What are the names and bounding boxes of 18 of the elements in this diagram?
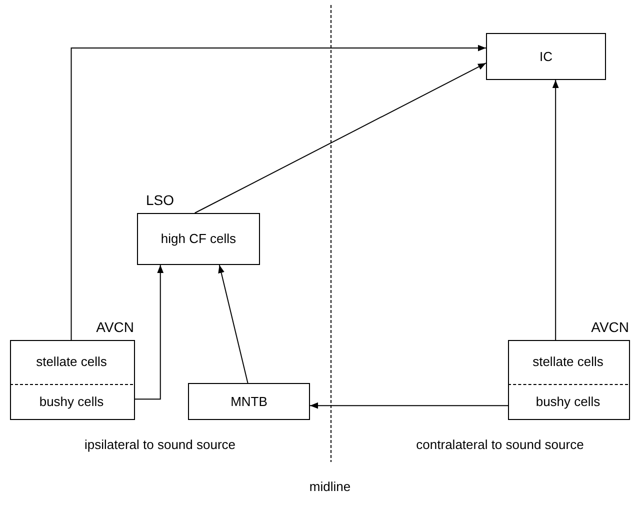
box-heading: AVCN bbox=[591, 318, 629, 337]
node-label: stellate cells bbox=[532, 352, 604, 371]
arrow bbox=[134, 264, 164, 400]
arrow bbox=[70, 44, 486, 340]
node-label: bushy cells bbox=[39, 393, 104, 412]
node-label: bushy cells bbox=[536, 393, 600, 412]
arrow bbox=[218, 264, 248, 384]
arrow bbox=[310, 402, 508, 409]
process-box bbox=[188, 383, 310, 420]
box-heading: LSO bbox=[146, 191, 174, 210]
node-label: high CF cells bbox=[160, 230, 236, 248]
arrow bbox=[552, 80, 559, 340]
process-box bbox=[486, 33, 606, 80]
arrow bbox=[194, 62, 486, 214]
node-label: IC bbox=[540, 48, 552, 66]
node-label: MNTB bbox=[230, 392, 268, 411]
node-label: stellate cells bbox=[36, 352, 107, 371]
box-heading: AVCN bbox=[96, 318, 134, 337]
